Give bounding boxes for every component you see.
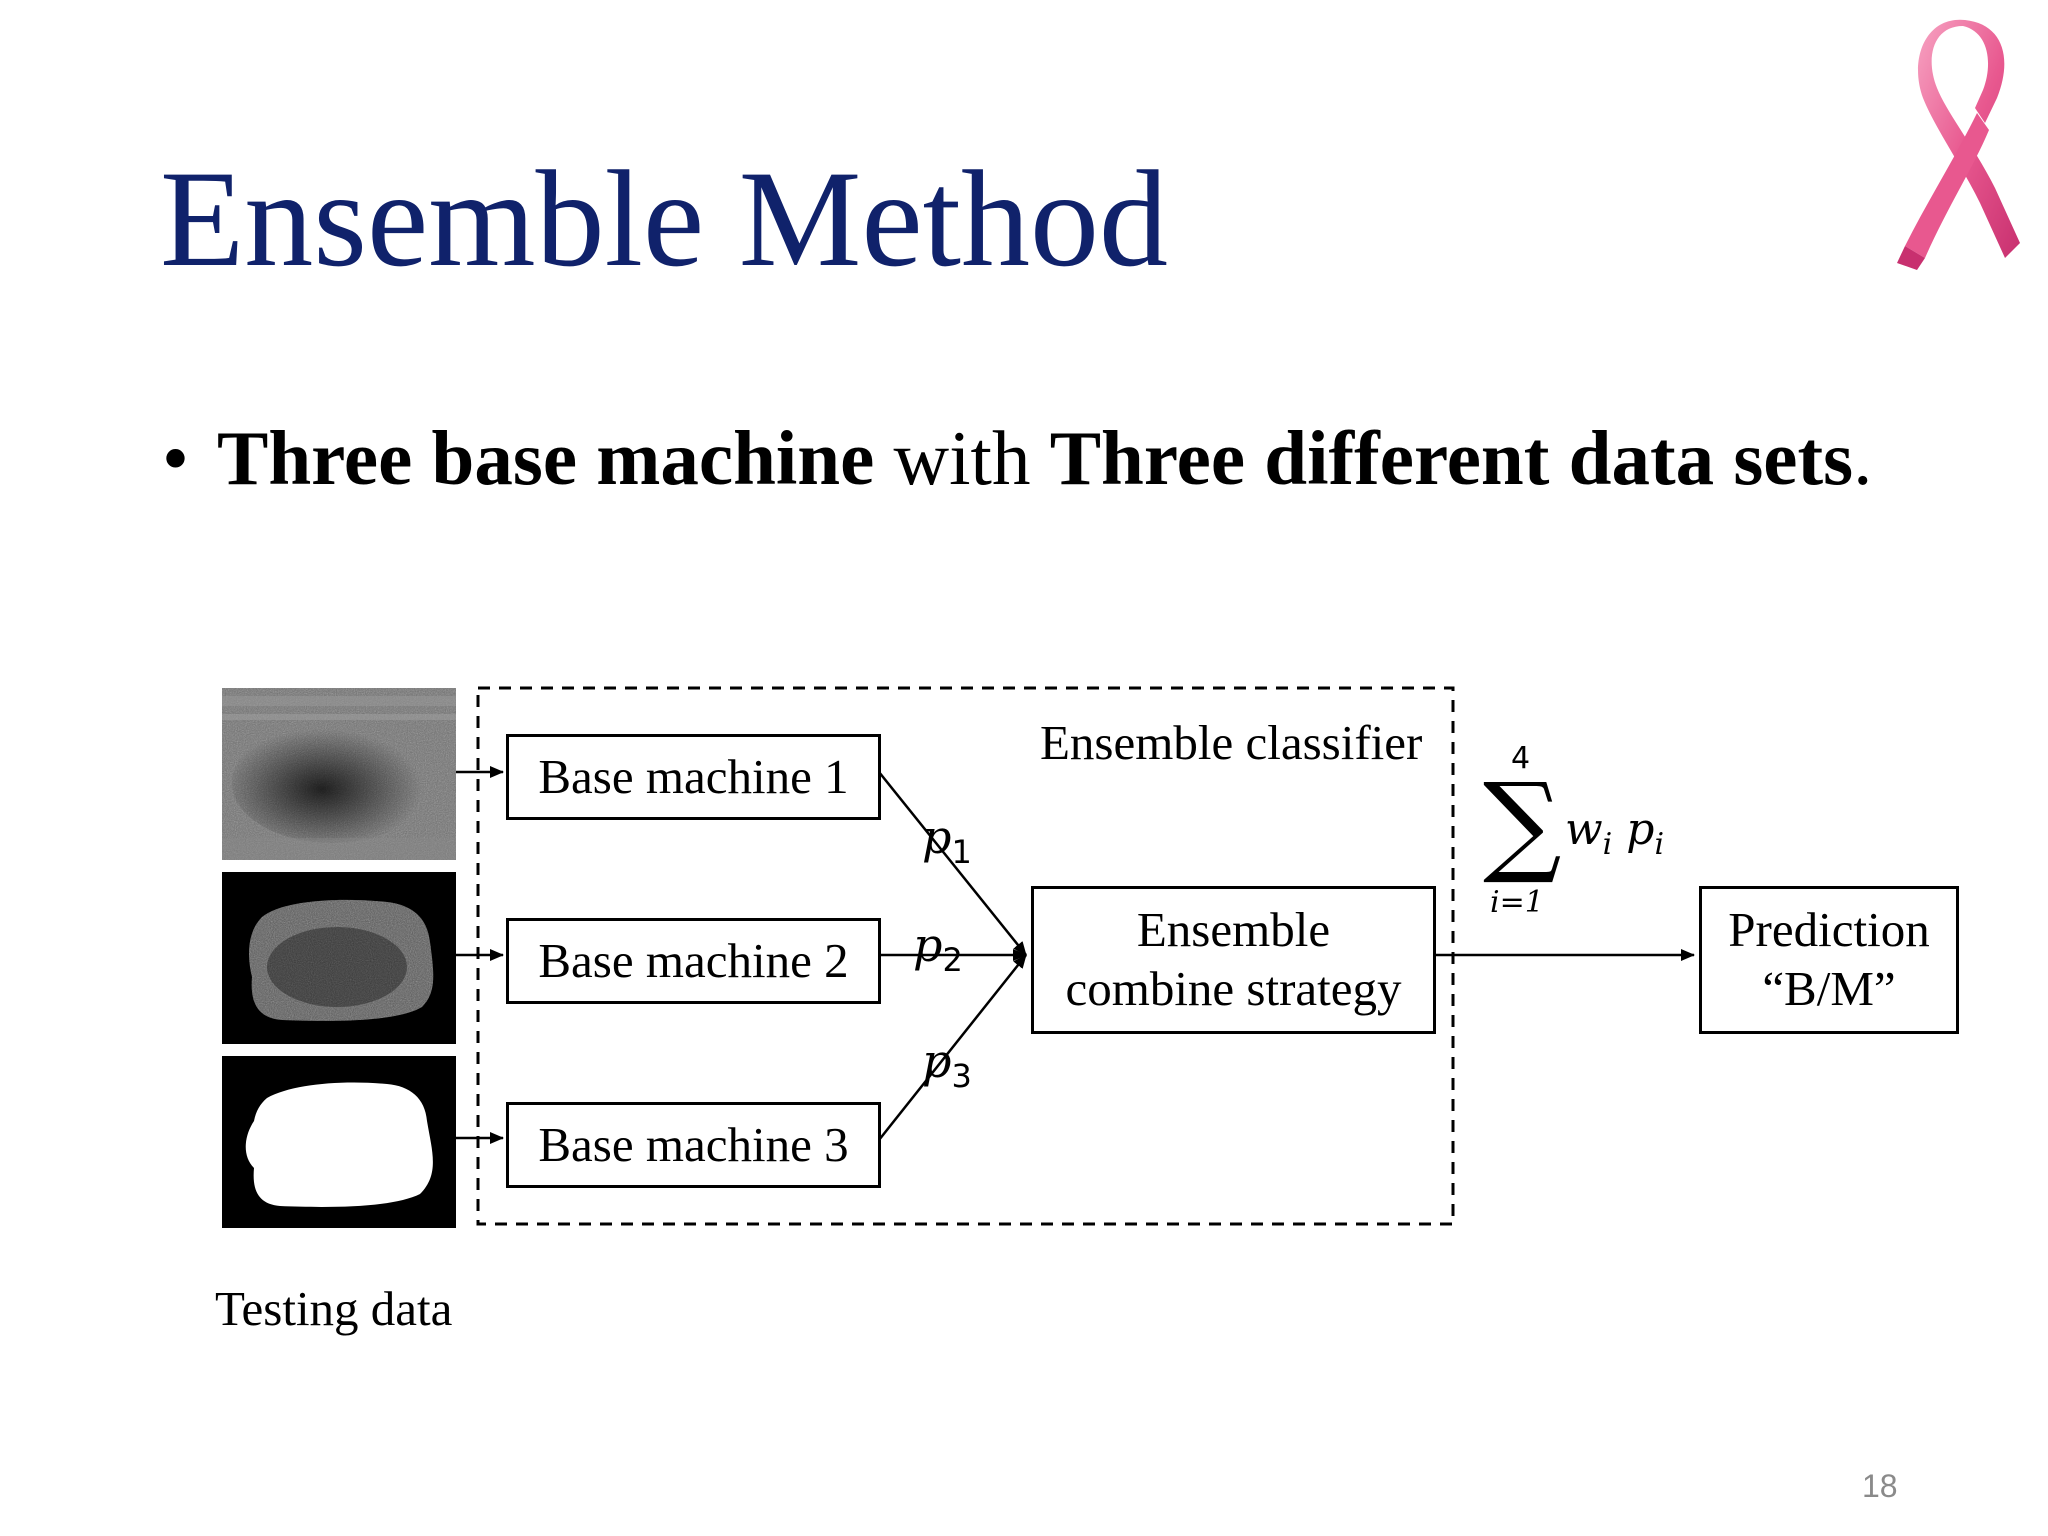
combine-box-line-1: Ensemble — [1136, 902, 1331, 958]
bullet-symbol: • — [162, 415, 189, 501]
base-machine-2-box: Base machine 2 — [506, 918, 881, 1004]
bullet-point: •Three base machine with Three different… — [162, 420, 1872, 497]
bullet-bold-1: Three base machine — [216, 415, 875, 501]
combine-box-line-2: combine strategy — [1065, 961, 1402, 1016]
ultrasound-image-mask — [222, 1056, 456, 1228]
ultrasound-image-original — [222, 688, 456, 860]
line-machine3-to-combine — [878, 954, 1027, 1141]
sum-upper-limit: 4 — [1511, 741, 1531, 776]
ensemble-classifier-label: Ensemble classifier — [1040, 715, 1423, 770]
base-machine-3-box: Base machine 3 — [506, 1102, 881, 1188]
sigma-symbol: ∑ — [1483, 759, 1562, 887]
prediction-line-2: “B/M” — [1762, 961, 1896, 1016]
base-machine-1-box: Base machine 1 — [506, 734, 881, 820]
prediction-line-1: Prediction — [1728, 902, 1930, 958]
probability-label-2: p2 — [913, 918, 963, 980]
bullet-text-2: with — [874, 415, 1050, 501]
breast-cancer-ribbon-icon — [1897, 19, 2020, 270]
bullet-text-4: . — [1853, 415, 1873, 501]
ultrasound-image-cropped — [222, 872, 456, 1044]
line-machine1-to-combine — [878, 771, 1027, 956]
sum-lower-limit: i=1 — [1490, 885, 1544, 920]
bullet-bold-3: Three different data sets — [1049, 415, 1854, 501]
weighted-term: wi pi — [1565, 804, 1665, 862]
ensemble-combine-strategy-box: Ensemble combine strategy — [1031, 886, 1436, 1034]
probability-label-3: p3 — [922, 1034, 972, 1096]
testing-data-label: Testing data — [215, 1281, 453, 1336]
prediction-box: Prediction “B/M” — [1699, 886, 1959, 1034]
slide-title: Ensemble Method — [160, 142, 1168, 295]
probability-label-1: p1 — [922, 810, 972, 872]
page-number: 18 — [1862, 1468, 1898, 1504]
